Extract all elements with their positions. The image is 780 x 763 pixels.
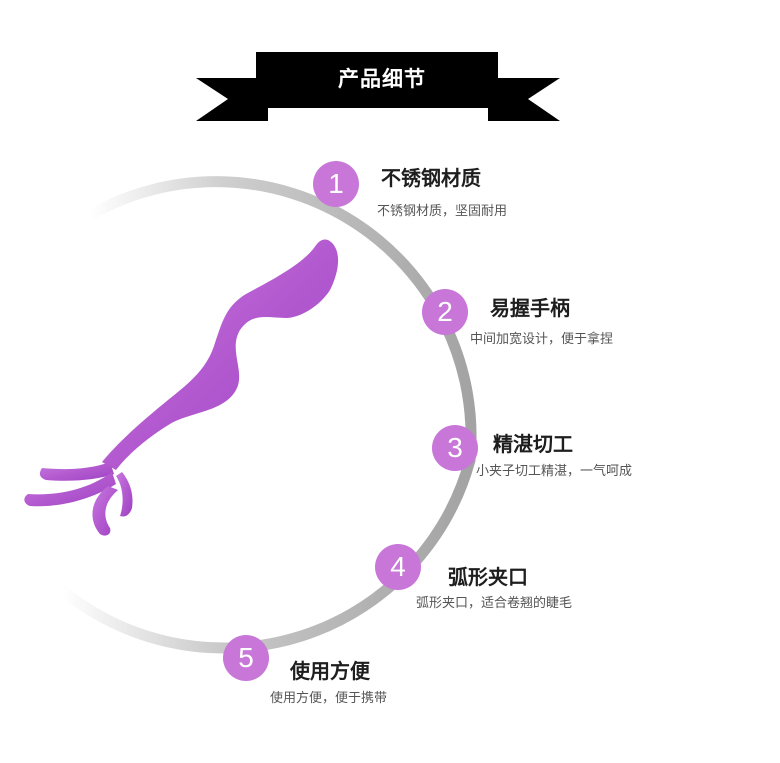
- feature-4-description: 弧形夹口，适合卷翘的睫毛: [416, 596, 573, 611]
- feature-2-number-badge: 2: [422, 289, 468, 335]
- feature-5-title: 使用方便: [290, 659, 370, 683]
- banner-right-tail: [488, 78, 560, 121]
- tweezer-arm-bottom: [24, 472, 116, 507]
- feature-3-number-badge: 3: [432, 425, 478, 471]
- ring-arc-top: [84, 176, 477, 466]
- feature-5-number-badge: 5: [223, 635, 269, 681]
- feature-4-number-badge: 4: [375, 544, 421, 590]
- tweezer-arm-top: [39, 462, 115, 481]
- tweezer-arm-curl: [92, 486, 118, 536]
- feature-4-title: 弧形夹口: [448, 565, 528, 589]
- banner-left-tail: [196, 78, 268, 121]
- feature-1-description: 不锈钢材质，坚固耐用: [377, 204, 508, 219]
- feature-3-title: 精湛切工: [493, 432, 573, 456]
- feature-1-title: 不锈钢材质: [381, 166, 481, 190]
- page-title: 产品细节: [338, 67, 426, 91]
- feature-5-description: 使用方便，便于携带: [270, 691, 388, 706]
- feature-2-title: 易握手柄: [490, 296, 570, 320]
- tweezer-tip-right: [116, 472, 133, 517]
- banner-main: [256, 52, 498, 108]
- feature-1-number-badge: 1: [313, 161, 359, 207]
- feature-3-description: 小夹子切工精湛，一气呵成: [476, 464, 633, 479]
- tweezer-handle: [102, 239, 339, 470]
- product-image: [24, 239, 339, 536]
- header-banner: [196, 52, 560, 121]
- ring-arc-bottom: [56, 454, 476, 654]
- feature-2-description: 中间加宽设计，便于拿捏: [470, 332, 614, 347]
